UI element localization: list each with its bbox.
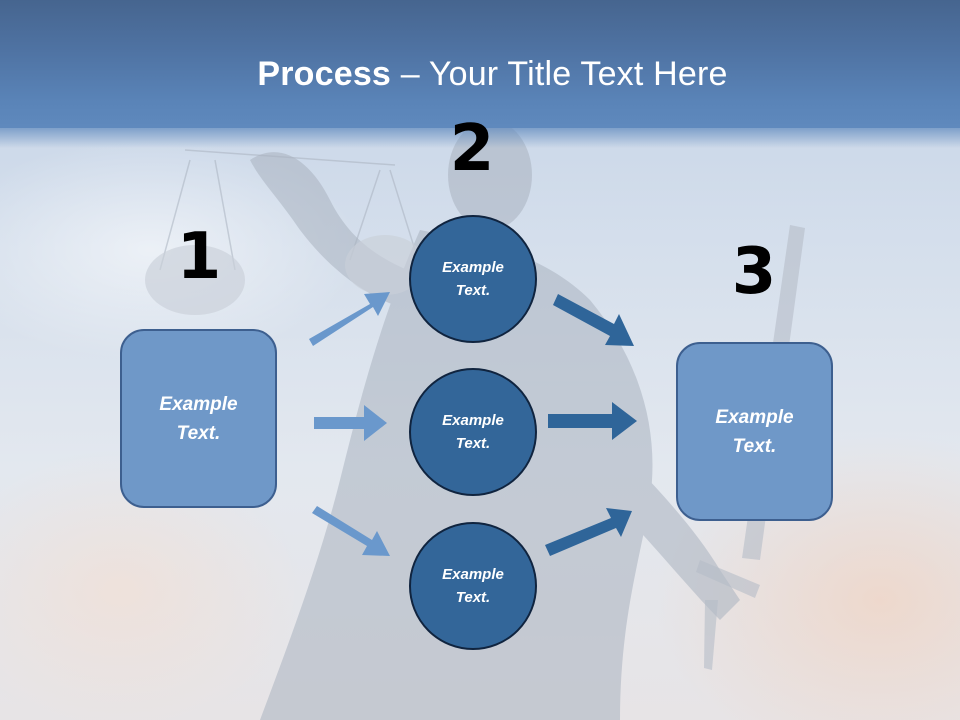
step-2-circle-bottom-label: Example Text. [442, 566, 504, 606]
step-1-text: Example Text. [149, 390, 249, 448]
step-2-circle-middle-label: Example Text. [442, 412, 504, 452]
step-2-circle-top[interactable]: Example Text. [409, 215, 537, 343]
step-2-circle-middle[interactable]: Example Text. [409, 368, 537, 496]
step-number-1: 1 [176, 220, 222, 294]
step-2-circle-middle-text: Example Text. [433, 409, 513, 455]
step-1-label: Example Text. [159, 393, 238, 444]
title-rest: – Your Title Text Here [391, 55, 728, 93]
step-2-circle-top-text: Example Text. [433, 256, 513, 302]
step-2-circle-bottom-text: Example Text. [433, 563, 513, 609]
title-bold: Process [257, 55, 392, 93]
slide-title: Process – Your Title Text Here [0, 52, 960, 96]
header-fade [0, 124, 960, 148]
step-1-box[interactable]: Example Text. [120, 329, 277, 508]
step-2-circle-bottom[interactable]: Example Text. [409, 522, 537, 650]
step-3-text: Example Text. [705, 403, 805, 461]
step-3-box[interactable]: Example Text. [676, 342, 833, 521]
step-3-label: Example Text. [715, 406, 794, 457]
title-header-band [0, 0, 960, 128]
step-number-3: 3 [731, 235, 777, 309]
step-number-2: 2 [449, 112, 495, 186]
step-2-circle-top-label: Example Text. [442, 259, 504, 299]
